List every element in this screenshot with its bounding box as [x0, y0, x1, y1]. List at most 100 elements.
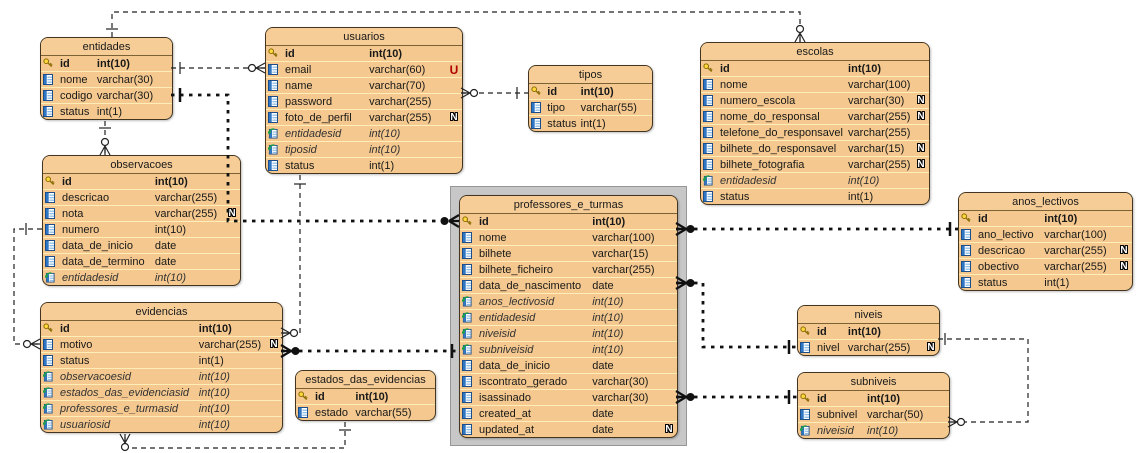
relation-subniveis-professores[interactable]	[674, 389, 797, 405]
relation-niveis-subniveis[interactable]	[938, 333, 1029, 428]
table-title[interactable]: professores_e_turmas	[460, 196, 677, 214]
table-title[interactable]: entidades	[41, 38, 172, 56]
table-title[interactable]: niveis	[798, 306, 939, 324]
table-title[interactable]: estados_das_evidencias	[296, 371, 435, 389]
column-icon	[43, 253, 60, 270]
relation-niveis-professores[interactable]	[674, 275, 797, 354]
column-icon	[41, 104, 58, 120]
column-flag	[913, 172, 929, 189]
relation-tipos-usuarios[interactable]	[460, 87, 528, 99]
relation-entidades-usuarios[interactable]	[171, 62, 266, 74]
table-title[interactable]: anos_lectivos	[959, 193, 1132, 211]
table-title[interactable]: observacoes	[43, 156, 240, 174]
relation-professores-evidencias[interactable]	[279, 343, 459, 359]
table-title[interactable]: subniveis	[798, 373, 949, 391]
relation-anos-professores[interactable]	[674, 221, 958, 237]
column-name: id	[58, 56, 95, 72]
relation-usuarios-evidencias[interactable]	[280, 175, 306, 339]
table-title[interactable]: tipos	[529, 66, 652, 84]
table-title[interactable]: evidencias	[41, 303, 282, 321]
table-title[interactable]: usuarios	[266, 28, 462, 46]
relation-entidades-observacoes[interactable]	[99, 121, 111, 156]
relation-observacoes-evidencias[interactable]	[13, 223, 42, 350]
table-title[interactable]: escolas	[701, 43, 929, 61]
